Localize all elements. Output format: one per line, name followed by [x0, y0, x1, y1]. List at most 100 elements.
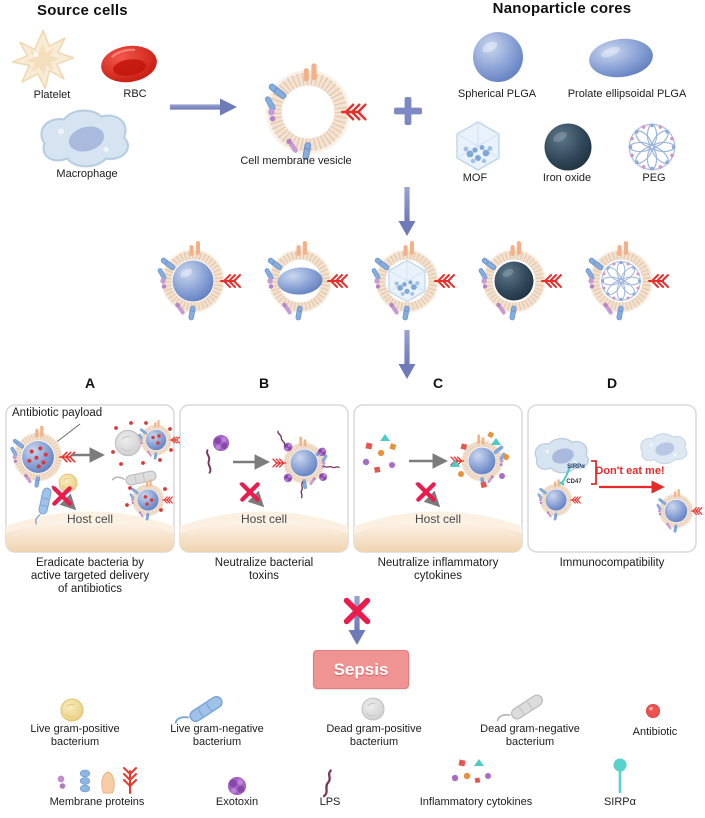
- blocked-arrow-to-sepsis: [347, 596, 368, 645]
- legend-antibiotic: Antibiotic: [580, 726, 705, 739]
- rbc-label: RBC: [123, 88, 147, 100]
- host-cell-b: [180, 511, 348, 552]
- panel-b-caption: Neutralize bacterial toxins: [180, 557, 348, 583]
- vesicle-label: Cell membrane vesicle: [240, 155, 352, 167]
- panel-c-letter: C: [432, 375, 444, 391]
- legend-line: Live gram-positive: [30, 723, 120, 735]
- coated-nanoparticle-prolate: [263, 240, 348, 322]
- antibiotic-dots: [111, 421, 173, 512]
- legend-exotoxin: Exotoxin: [157, 796, 317, 809]
- coated-nanoparticle-spherical: [156, 240, 241, 322]
- caption-line: active targeted delivery: [30, 570, 150, 582]
- panel-d-caption: Immunocompatibility: [528, 557, 696, 570]
- legend-line: Antibiotic: [632, 726, 678, 738]
- macrophage-label: Macrophage: [56, 168, 118, 180]
- rbc-icon: [101, 45, 157, 83]
- panel-a-caption: Eradicate bacteria by active targeted de…: [6, 557, 174, 596]
- legend-line: SIRPα: [603, 796, 637, 808]
- iron-oxide-label: Iron oxide: [542, 172, 592, 184]
- sepsis-box: Sepsis: [313, 650, 409, 689]
- legend-inflammatory-cytokines: Inflammatory cytokines: [396, 796, 556, 809]
- panel-d-box: [527, 404, 697, 553]
- cd47-label: CD47: [566, 479, 582, 485]
- platelet-label: Platelet: [33, 89, 71, 101]
- spherical-plga-label: Spherical PLGA: [457, 88, 537, 100]
- membrane-proteins-icon: [57, 767, 137, 794]
- panel-a-letter: A: [84, 375, 96, 391]
- caption-line: toxins: [248, 570, 280, 582]
- panel-d-illustration: [534, 433, 703, 534]
- down-arrow-icon: [398, 187, 416, 236]
- panel-c-illustration: [362, 431, 509, 508]
- down-arrow-icon: [398, 330, 416, 379]
- sirpa-label: SIRPα: [567, 464, 585, 470]
- legend-line: LPS: [319, 796, 341, 808]
- legend-dead-gram-negative: Dead gram-negative bacterium: [455, 723, 605, 749]
- legend-dead-gram-positive: Dead gram-positive bacterium: [299, 723, 449, 749]
- mof-label: MOF: [462, 172, 488, 184]
- coated-nanoparticle-peg: [584, 240, 669, 322]
- host-cell-label-b: Host cell: [240, 512, 288, 526]
- host-cell-c: [354, 511, 522, 552]
- legend-line: bacterium: [505, 736, 555, 748]
- caption-line: of antibiotics: [58, 583, 122, 595]
- panel-d-letter: D: [606, 375, 618, 391]
- legend-line: Dead gram-positive: [326, 723, 422, 735]
- panel-b-letter: B: [258, 375, 270, 391]
- legend-line: Dead gram-negative: [480, 723, 580, 735]
- mof-icon: [456, 121, 500, 171]
- antibiotic-payload-annotation: Antibiotic payload: [12, 407, 103, 419]
- legend-line: bacterium: [349, 736, 399, 748]
- nanoparticle-cores-heading: Nanoparticle cores: [492, 0, 632, 17]
- sirpa-icon: [612, 757, 628, 795]
- caption-line: Neutralize bacterial: [214, 557, 314, 569]
- legend-icons: [57, 691, 660, 798]
- legend-line: Membrane proteins: [49, 796, 145, 808]
- spherical-plga-icon: [473, 32, 523, 82]
- legend-line: Exotoxin: [215, 796, 259, 808]
- caption-line: Eradicate bacteria by: [35, 557, 145, 569]
- peg-icon: [627, 122, 677, 172]
- host-cell-a: [6, 511, 174, 552]
- panel-c-caption: Neutralize inflammatory cytokines: [354, 557, 522, 583]
- prolate-plga-label: Prolate ellipsoidal PLGA: [567, 88, 687, 100]
- prolate-plga-icon: [589, 38, 653, 78]
- panel-b-illustration: [201, 430, 340, 508]
- right-arrow-icon: [170, 98, 237, 116]
- legend-line: Inflammatory cytokines: [419, 796, 533, 808]
- dont-eat-bracket: [591, 460, 597, 485]
- lps-icon: [322, 769, 332, 798]
- platelet-icon: [11, 29, 75, 90]
- dont-eat-me-label: Don't eat me!: [595, 465, 665, 477]
- exotoxin-icon: [227, 776, 247, 796]
- legend-membrane-proteins: Membrane proteins: [17, 796, 177, 809]
- legend-live-gram-positive: Live gram-positive bacterium: [0, 723, 150, 749]
- plus-icon: [394, 97, 422, 125]
- legend-line: Live gram-negative: [170, 723, 264, 735]
- sepsis-label: Sepsis: [333, 659, 389, 679]
- legend-line: bacterium: [50, 736, 100, 748]
- inflammatory-cytokines-icon: [451, 759, 491, 784]
- caption-line: Neutralize inflammatory: [377, 557, 499, 569]
- cell-membrane-vesicle-icon: [263, 61, 367, 162]
- macrophage-icon: [40, 109, 129, 168]
- source-cells-heading: Source cells: [37, 2, 128, 19]
- panel-a-illustration: [9, 419, 180, 527]
- coated-nanoparticle-mof: [370, 240, 455, 322]
- coated-nanoparticle-iron-oxide: [477, 240, 562, 322]
- legend-lps: LPS: [250, 796, 410, 809]
- host-cell-label-c: Host cell: [414, 512, 462, 526]
- dead-gram-positive-icon: [361, 697, 385, 721]
- legend-live-gram-negative: Live gram-negative bacterium: [142, 723, 292, 749]
- antibiotic-icon: [646, 704, 660, 718]
- caption-line: cytokines: [414, 570, 462, 582]
- cytokine-cluster: [362, 434, 397, 473]
- caption-line: Immunocompatibility: [559, 557, 665, 569]
- live-gram-positive-icon: [60, 698, 84, 722]
- legend-line: bacterium: [192, 736, 242, 748]
- legend-sirpa: SIRPα: [540, 796, 700, 809]
- iron-oxide-icon: [544, 123, 592, 171]
- peg-label: PEG: [642, 172, 666, 184]
